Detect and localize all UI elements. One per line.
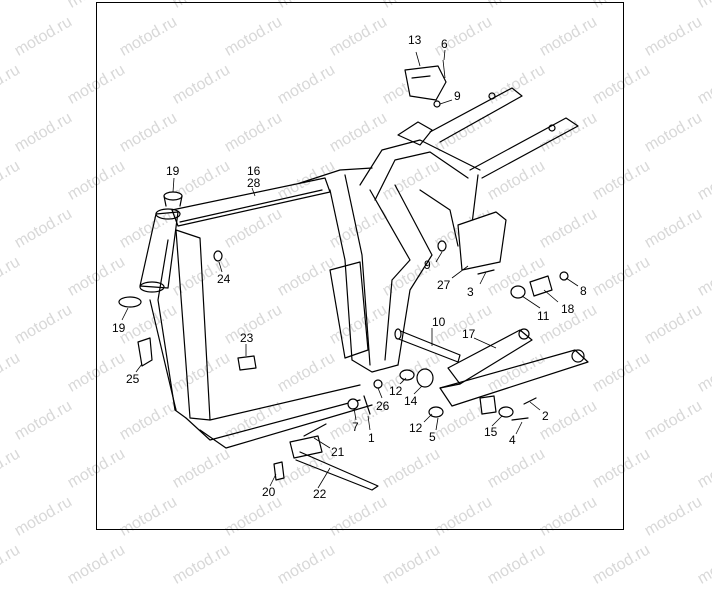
callout-20: 20 — [262, 485, 276, 499]
steering-head — [118, 191, 183, 308]
callout-28: 28 — [247, 176, 261, 190]
frame-cradle — [329, 121, 481, 373]
watermark-text: motod.ru — [64, 541, 128, 588]
bolts — [363, 269, 537, 421]
callout-1: 1 — [368, 431, 375, 445]
callout-9-top: 9 — [454, 89, 461, 103]
swingarm — [439, 328, 589, 415]
callout-24: 24 — [217, 272, 231, 286]
callout-8: 8 — [580, 284, 587, 298]
leader-lines — [121, 49, 579, 489]
callout-12-lower: 12 — [409, 421, 423, 435]
bracket-25 — [137, 337, 153, 367]
callout-6: 6 — [441, 37, 448, 51]
callout-22: 22 — [313, 487, 327, 501]
callout-25: 25 — [126, 372, 140, 386]
callout-19-bottom: 19 — [112, 321, 126, 335]
callout-17: 17 — [462, 327, 476, 341]
watermark-text: motod.ru — [169, 541, 233, 588]
frame-backbone — [171, 167, 373, 227]
motorcycle-frame-drawing — [118, 49, 589, 491]
callout-27: 27 — [437, 278, 451, 292]
callout-11: 11 — [537, 309, 550, 323]
watermark-text: motod.ru — [694, 541, 712, 588]
callout-21: 21 — [331, 445, 345, 459]
callout-26: 26 — [376, 399, 390, 413]
callout-14: 14 — [404, 394, 418, 408]
callout-16: 16 — [247, 164, 261, 178]
watermark-text: motod.ru — [484, 541, 548, 588]
kickstand — [273, 423, 379, 491]
callout-5: 5 — [429, 430, 436, 444]
callout-9-mid: 9 — [424, 258, 431, 272]
bearings — [213, 240, 569, 418]
bracket-13 — [404, 59, 447, 108]
rear-frame-rails — [419, 87, 579, 271]
callout-23: 23 — [240, 331, 254, 345]
callout-18: 18 — [561, 302, 575, 316]
callout-7: 7 — [352, 420, 359, 434]
watermark-text: motod.ru — [274, 541, 338, 588]
callout-12-upper: 12 — [389, 384, 403, 398]
callout-4: 4 — [509, 433, 516, 447]
pivot-shaft — [394, 328, 461, 363]
callout-2: 2 — [542, 409, 549, 423]
callout-13: 13 — [408, 33, 422, 47]
watermark-text: motod.ru — [0, 541, 23, 588]
watermark-text: motod.ru — [589, 541, 653, 588]
plate-23 — [237, 355, 257, 371]
callout-10: 10 — [432, 315, 446, 329]
callout-19-top: 19 — [166, 164, 180, 178]
watermark-text: motod.ru — [379, 541, 443, 588]
frame-downtubes — [149, 229, 373, 449]
callout-15: 15 — [484, 425, 498, 439]
diagram-frame — [96, 2, 624, 530]
callout-3: 3 — [467, 285, 474, 299]
